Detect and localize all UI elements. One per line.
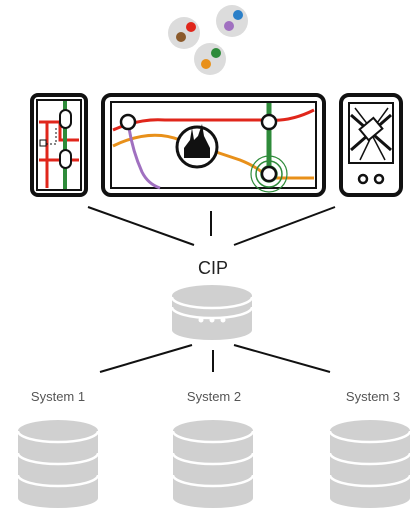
- system-1-database-icon: [16, 420, 100, 508]
- system-1-label: System 1: [31, 389, 85, 404]
- device-connectors: [87, 206, 336, 246]
- connector-tablet-to-hub: [87, 206, 195, 246]
- system-2-database-icon: [171, 420, 255, 508]
- hub-label: CIP: [198, 258, 228, 278]
- system-3-label: System 3: [346, 389, 400, 404]
- tablet-icon: [30, 93, 88, 197]
- system-2-label: System 2: [187, 389, 241, 404]
- smartphone-icon: [339, 93, 403, 197]
- display-icon: [101, 93, 326, 197]
- connector-hub-to-system-3: [233, 344, 331, 373]
- system-connectors: [99, 344, 331, 373]
- people-icon: [168, 5, 248, 75]
- connector-phone-to-hub: [233, 206, 336, 246]
- database-icon: [170, 285, 254, 340]
- system-3-database-icon: [328, 420, 412, 508]
- connector-hub-to-system-1: [99, 344, 193, 373]
